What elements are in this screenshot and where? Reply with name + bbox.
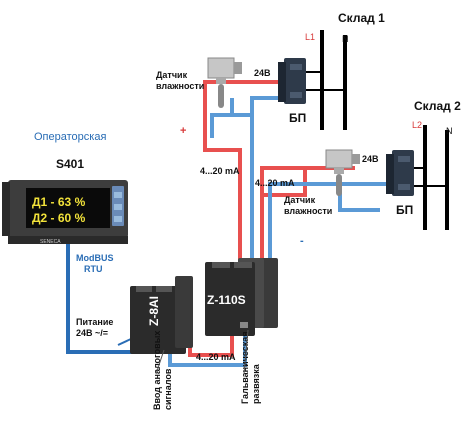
input-pointer [155, 349, 165, 375]
warehouse1-phase: L1 [305, 32, 315, 42]
power-label-2: 24В ~/= [76, 328, 108, 338]
warehouse1-psu: БП [289, 111, 306, 125]
z8ai-label: Z-8AI [147, 296, 161, 326]
warehouse2-phase: L2 [412, 120, 422, 130]
power-supply-2[interactable] [386, 150, 414, 196]
power-lines [302, 30, 449, 230]
warehouse2-voltage: 24В [362, 154, 379, 164]
operator-room-label: Операторская [34, 131, 106, 143]
current-label-a: 4...20 mA [200, 166, 240, 176]
warehouse1-sensor-label-1: Датчик [156, 70, 188, 80]
modbus-label-2: RTU [84, 264, 103, 274]
z110s-label: Z-110S [207, 293, 246, 307]
warehouse2-title: Склад 2 [414, 99, 461, 113]
warehouse2-neutral: N [446, 126, 453, 136]
humidity-sensor-2[interactable] [325, 149, 360, 196]
warehouse2-sensor-label-2: влажности [284, 206, 332, 216]
power-label-1: Питание [76, 317, 113, 327]
z110s-module[interactable] [205, 258, 278, 336]
operator-device-name: S401 [56, 157, 84, 171]
current-label-b: 4...20 mA [255, 178, 295, 188]
display-line-2: Д2 - 60 % [32, 211, 86, 225]
humidity-sensor-1[interactable] [207, 57, 242, 108]
minus-sign: - [300, 235, 304, 247]
power-supply-1[interactable] [278, 58, 306, 104]
galvanic-pointer [243, 329, 249, 375]
display-brand: SENECA [40, 239, 61, 245]
display-line-1: Д1 - 63 % [32, 195, 86, 209]
warehouse1-title: Склад 1 [338, 11, 385, 25]
warehouse2-psu: БП [396, 203, 413, 217]
input-caption-2: сигналов [163, 368, 173, 410]
warehouse1-neutral: N [342, 34, 349, 44]
blue-wires [168, 96, 390, 367]
warehouse1-voltage: 24В [254, 68, 271, 78]
modbus-label-1: ModBUS [76, 253, 114, 263]
galvanic-caption-2: развязка [251, 363, 261, 404]
current-label-c: 4...20 mA [196, 352, 236, 362]
z8ai-module[interactable] [130, 276, 193, 354]
plus-sign: + [180, 125, 186, 137]
s401-display[interactable] [2, 180, 128, 244]
warehouse1-sensor-label-2: влажности [156, 81, 204, 91]
warehouse2-sensor-label-1: Датчик [284, 195, 316, 205]
